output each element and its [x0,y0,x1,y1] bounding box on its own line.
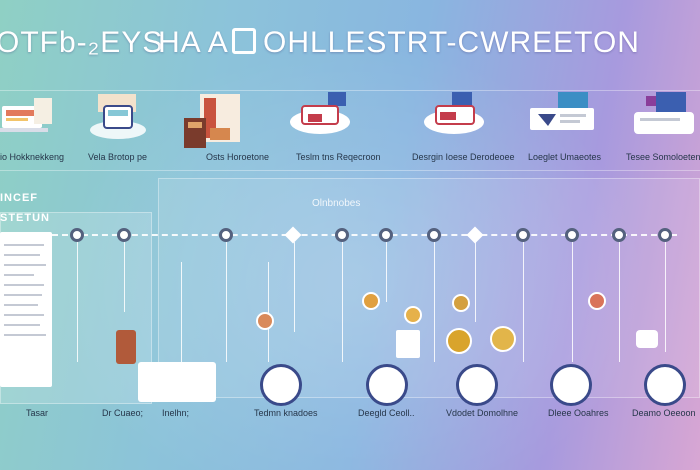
timeline-node-5[interactable] [379,228,393,242]
bottom-label-5: Deegld Ceoll.. [358,408,415,418]
drop-line [523,242,524,362]
timeline-node-2[interactable] [117,228,131,242]
box-icon [90,94,146,139]
stage-7-label: Tesee Somoloetene [626,152,700,162]
timeline-node-9[interactable] [612,228,626,242]
item-icon [404,306,422,324]
document-icon [0,232,52,387]
drop-line [226,242,227,362]
drop-line [181,262,182,362]
timeline-node-1[interactable] [70,228,84,242]
gold-coin-icon [490,326,516,352]
stage-4-label: Teslm tns Reqecroon [296,152,381,162]
building-icon [184,94,240,148]
stage-6-label: Loeglet Umaeotes [528,152,602,162]
timeline-node-8[interactable] [565,228,579,242]
side-title-2: STETUN [0,212,50,224]
drop-line [77,242,78,362]
bottom-label-8: Deamo Oeeoon [632,408,696,418]
bottom-step-icon-1[interactable] [260,364,302,406]
stage-7[interactable] [632,88,696,150]
bottom-step-icon-3[interactable] [456,364,498,406]
drop-line [342,242,343,362]
title-part-3: OHLLESTRT-CWREETON [263,26,640,59]
title-part-2: HA A [158,26,229,59]
stage-4[interactable] [288,88,352,150]
item-icon [362,292,380,310]
stage-3[interactable] [180,88,244,150]
drop-line [124,242,125,312]
stage-6[interactable] [528,88,594,150]
item-icon [452,294,470,312]
timeline-node-7[interactable] [516,228,530,242]
bottom-label-1: Tasar [26,408,49,418]
center-panel [158,178,700,398]
drop-line [572,242,573,362]
page-title: OTFb-₂EYS HA A OHLLESTRT-CWREETON [0,26,700,60]
stage-2-label: Vela Brotop pe [88,152,148,162]
bottom-label-2: Dr Cuaeo; [102,408,144,418]
bottom-step-icon-4[interactable] [550,364,592,406]
stage-5-label: Desrgin Ioese Derodeoee [412,152,515,162]
timeline-node-4[interactable] [335,228,349,242]
item-icon [588,292,606,310]
title-logo-icon [232,28,256,54]
item-icon [256,312,274,330]
bottom-step-icon-2[interactable] [366,364,408,406]
tablet-icon [530,92,594,130]
drop-line [434,242,435,362]
timeline-node-10[interactable] [658,228,672,242]
timeline-dashed-line [52,234,677,236]
header-rule-bottom [0,170,700,171]
bottom-label-3: Inelhn; [162,408,190,418]
bottom-step-icon-5[interactable] [644,364,686,406]
drop-line [619,242,620,362]
monitor-icon [424,92,484,134]
gold-coin-icon [446,328,472,354]
stage-1[interactable] [0,88,64,150]
title-part-1: OTFb-₂EYS [0,26,164,59]
monitor-icon [290,92,350,134]
bottom-label-4: Tedmn knadoes [254,408,318,418]
stage-5[interactable] [420,88,484,150]
bottom-label-6: Vdodet Domolhne [446,408,519,418]
stage-1-label: io Hokknekkeng [0,152,65,162]
dish-icon [636,330,658,348]
store-icon [138,362,216,402]
drop-line [475,242,476,322]
drop-line [386,242,387,302]
center-panel-label: Olnbnobes [312,198,361,209]
timeline-node-3[interactable] [219,228,233,242]
monitor-icon [634,92,694,134]
side-title-1: INCEF [0,192,38,204]
stage-2[interactable] [88,88,152,150]
bottom-label-7: Dleee Ooahres [548,408,609,418]
drop-line [665,242,666,352]
header-rule-top [0,90,700,91]
laptop-icon [0,98,52,132]
figure-icon [116,330,136,364]
clipboard-icon [396,330,420,358]
drop-line [294,242,295,332]
stage-3-label: Osts Horoetone [206,152,270,162]
timeline-node-6[interactable] [427,228,441,242]
